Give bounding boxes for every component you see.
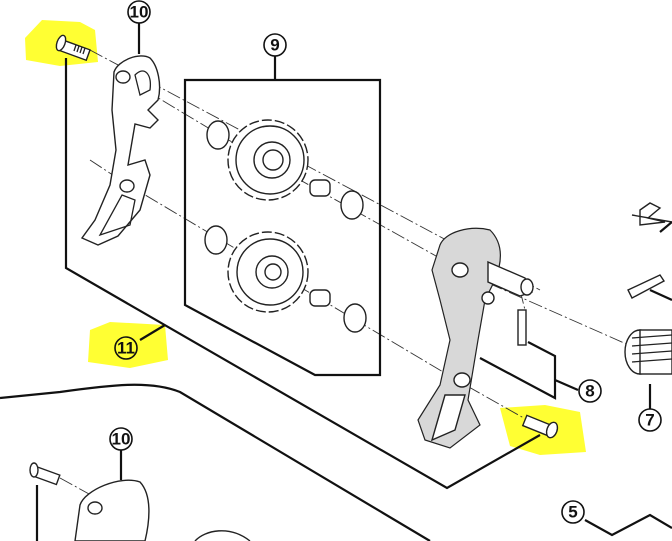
label-10-bottom: 10 bbox=[109, 427, 133, 451]
cage-bolt-top bbox=[55, 34, 91, 62]
outer-cage-plate bbox=[80, 55, 161, 246]
label-7: 7 bbox=[638, 408, 662, 432]
svg-text:10: 10 bbox=[112, 430, 131, 449]
svg-text:8: 8 bbox=[585, 382, 594, 401]
upper-pulley bbox=[206, 119, 364, 220]
highlight-label-11 bbox=[88, 322, 168, 368]
assembly-outline bbox=[0, 383, 431, 541]
cage-bolt-bottom bbox=[521, 414, 559, 439]
spring bbox=[624, 329, 672, 375]
svg-text:10: 10 bbox=[130, 3, 149, 22]
bolt-bottom-left bbox=[29, 462, 61, 486]
label-5: 5 bbox=[561, 500, 585, 524]
svg-text:7: 7 bbox=[645, 411, 654, 430]
leader-11 bbox=[64, 58, 541, 490]
clip bbox=[639, 202, 666, 226]
leader-8 bbox=[479, 341, 579, 400]
svg-text:11: 11 bbox=[117, 339, 135, 358]
svg-text:9: 9 bbox=[270, 36, 279, 55]
screw bbox=[627, 274, 666, 299]
svg-text:5: 5 bbox=[568, 503, 577, 522]
label-9: 9 bbox=[263, 33, 287, 57]
outer-cage-plate-bottom bbox=[74, 479, 150, 541]
label-8: 8 bbox=[578, 379, 602, 403]
pulley-set-bracket bbox=[183, 56, 382, 377]
inner-cage-plate bbox=[417, 227, 534, 449]
label-10-top: 10 bbox=[127, 0, 151, 24]
lower-pulley bbox=[204, 225, 367, 333]
label-11: 11 bbox=[114, 336, 138, 360]
